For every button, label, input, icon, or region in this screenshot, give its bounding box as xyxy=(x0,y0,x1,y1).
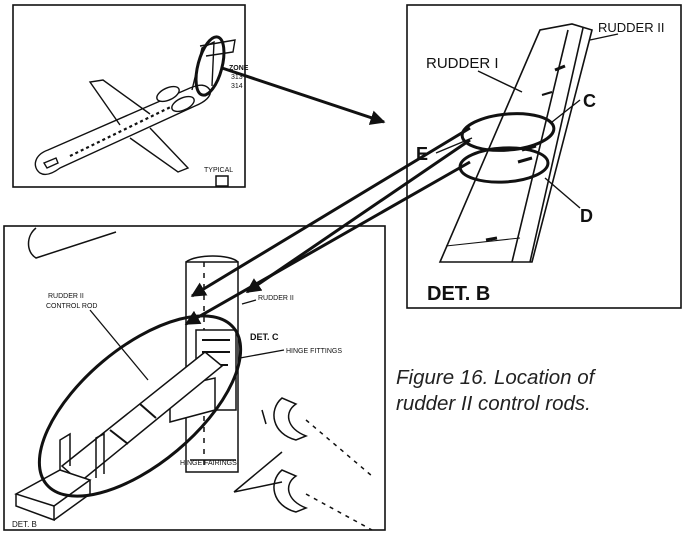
zone-number-314: 314 xyxy=(231,83,243,90)
control-rod-label-line1: RUDDER II xyxy=(48,293,84,300)
callout-d-label: D xyxy=(580,206,593,226)
det-b-frame xyxy=(406,4,682,309)
overview-panel: ZONE 313 314 TYPICAL xyxy=(12,4,249,188)
rudder-2-label-c: RUDDER II xyxy=(258,295,294,302)
overview-to-det-b-arrow xyxy=(221,66,386,125)
det-b-panel: RUDDER I RUDDER II C D E DET. B xyxy=(406,4,682,309)
det-c-title: DET. C xyxy=(250,332,279,342)
rudder-2-leader xyxy=(589,33,619,41)
figure-caption: Figure 16. Location of rudder II control… xyxy=(396,365,681,417)
det-c-upper-arrow xyxy=(245,138,471,294)
zone-number-313: 313 xyxy=(231,74,243,81)
zone-highlight-ellipse xyxy=(194,35,226,97)
hinge-fittings-leader xyxy=(239,349,285,359)
det-b-label-bottom: DET. B xyxy=(12,520,37,529)
hinge-fittings-label: HINGE FITTINGS xyxy=(286,348,342,355)
connector-arrows xyxy=(184,66,471,326)
callout-c-leader xyxy=(551,99,581,123)
callout-e-leader xyxy=(435,137,473,154)
callout-d-leader xyxy=(544,177,581,209)
hinge-fairings-label: HINGE FAIRINGS xyxy=(180,460,237,467)
callout-c-label: C xyxy=(583,91,596,111)
typical-label: TYPICAL xyxy=(204,167,233,174)
callout-c-ellipse xyxy=(460,112,556,152)
hinge-detail-drawing xyxy=(14,227,373,531)
overview-frame xyxy=(12,4,246,188)
zone-label: ZONE xyxy=(229,65,249,72)
det-b-title: DET. B xyxy=(427,283,490,305)
control-rod-label-line2: CONTROL ROD xyxy=(46,303,97,310)
aircraft-drawing xyxy=(34,39,236,176)
rudder-1-leader xyxy=(477,70,523,93)
det-c-panel: RUDDER II CONTROL ROD RUDDER II DET. C H… xyxy=(3,225,386,531)
caption-line-1: Figure 16. Location of xyxy=(396,366,595,389)
rudder-1-label: RUDDER I xyxy=(426,55,499,72)
typical-marker xyxy=(215,175,229,187)
caption-line-2: rudder II control rods. xyxy=(396,392,591,415)
det-c-rod-ellipse xyxy=(37,314,243,498)
callout-c-to-det-c-arrow xyxy=(190,126,471,298)
control-rod-leader xyxy=(89,309,149,381)
rudder-2-leader-c xyxy=(241,299,257,305)
rudder-2-label: RUDDER II xyxy=(598,20,664,35)
det-c-frame xyxy=(3,225,386,531)
callout-d-to-det-c-arrow xyxy=(184,160,471,326)
